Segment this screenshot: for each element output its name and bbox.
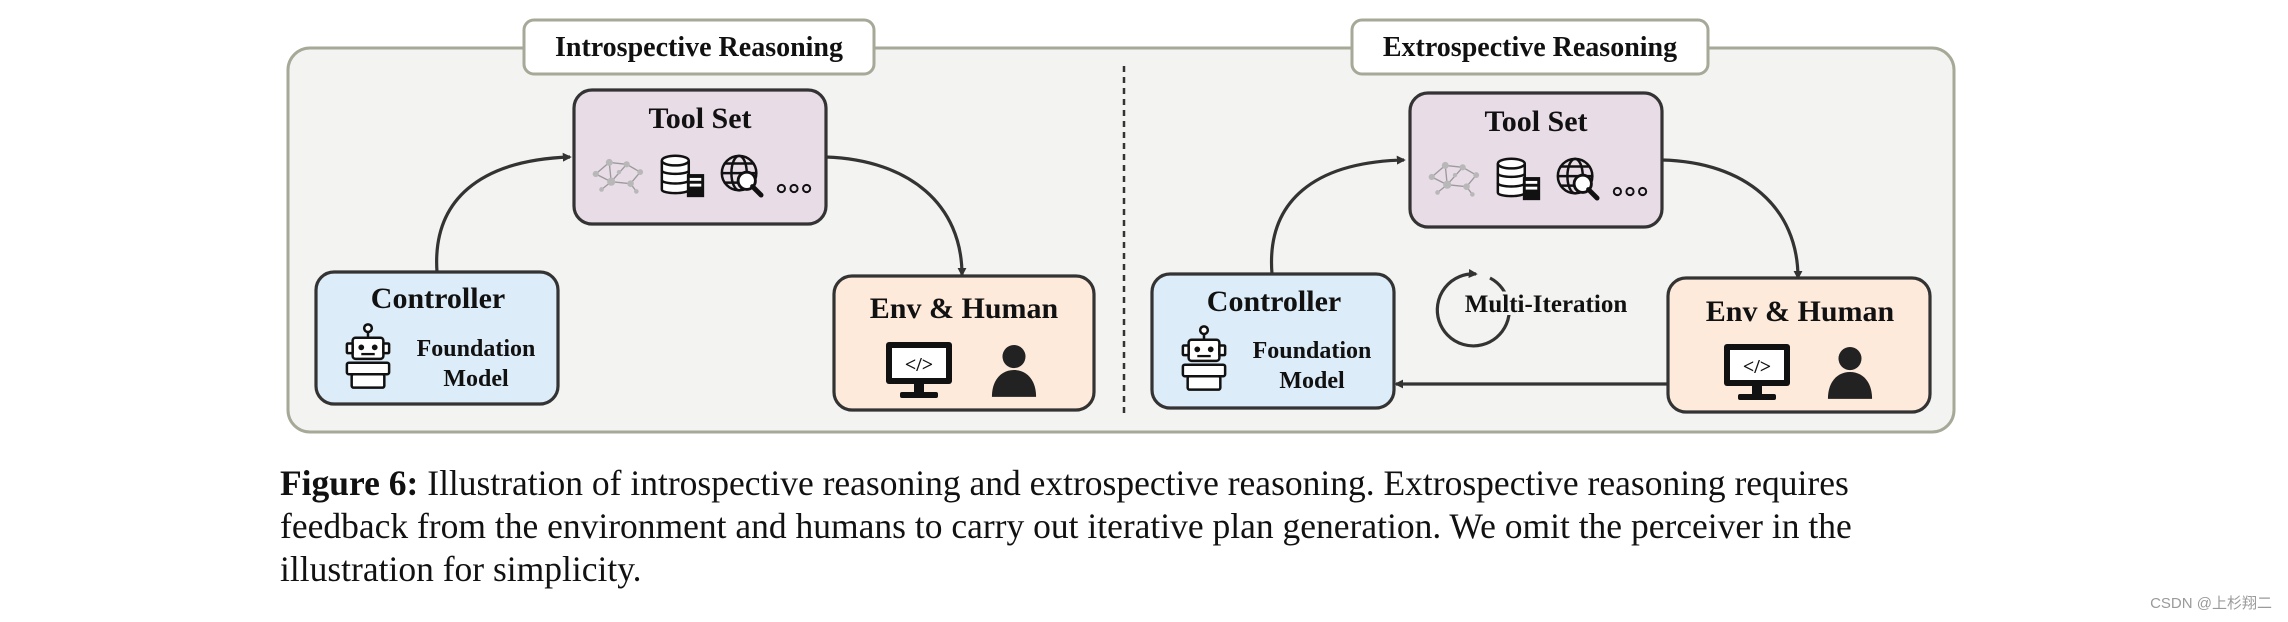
caption-text: Illustration of introspective reasoning …: [280, 463, 1852, 589]
right-controller-box: Controller Foundation Model: [1150, 272, 1396, 410]
left-arrow-toolset-to-env: [825, 155, 967, 277]
caption-label: Figure 6:: [280, 463, 419, 503]
figure-caption: Figure 6: Illustration of introspective …: [280, 462, 1980, 591]
watermark: CSDN @上杉翔二: [2150, 595, 2272, 612]
right-toolset-title: Tool Set: [1484, 105, 1587, 138]
left-env-title: Env & Human: [870, 292, 1059, 325]
left-arrow-controller-to-toolset: [435, 152, 572, 273]
cycle-arrow-icon: [1435, 268, 1511, 348]
right-arrow-controller-to-toolset: [1269, 155, 1406, 275]
left-env-box: Env & Human: [832, 274, 1096, 412]
left-controller-subtitle-1: Foundation: [417, 336, 536, 362]
right-controller-subtitle-2: Model: [1279, 368, 1345, 394]
right-panel-title: Extrospective Reasoning: [1383, 32, 1677, 63]
right-controller-subtitle-1: Foundation: [1253, 338, 1372, 364]
left-panel-title-tag: Introspective Reasoning: [522, 18, 876, 76]
left-toolset-title: Tool Set: [648, 102, 751, 135]
right-toolset-box: Tool Set: [1408, 91, 1664, 229]
left-toolset-box: Tool Set: [572, 88, 828, 226]
right-env-box: Env & Human: [1666, 276, 1932, 414]
right-env-title: Env & Human: [1706, 295, 1895, 328]
right-arrow-toolset-to-env: [1661, 158, 1803, 280]
multi-iteration-indicator: Multi-Iteration: [1435, 268, 1630, 348]
figure-diagram: </> Introspective Reasoning Extrospectiv…: [286, 18, 1956, 434]
left-controller-subtitle-2: Model: [443, 366, 509, 392]
multi-iteration-label: Multi-Iteration: [1465, 291, 1628, 318]
right-panel-title-tag: Extrospective Reasoning: [1350, 18, 1710, 76]
left-controller-box: Controller Foundation Model: [314, 270, 560, 406]
left-panel-title: Introspective Reasoning: [555, 32, 843, 63]
left-controller-title: Controller: [371, 282, 505, 315]
right-controller-title: Controller: [1207, 285, 1341, 318]
